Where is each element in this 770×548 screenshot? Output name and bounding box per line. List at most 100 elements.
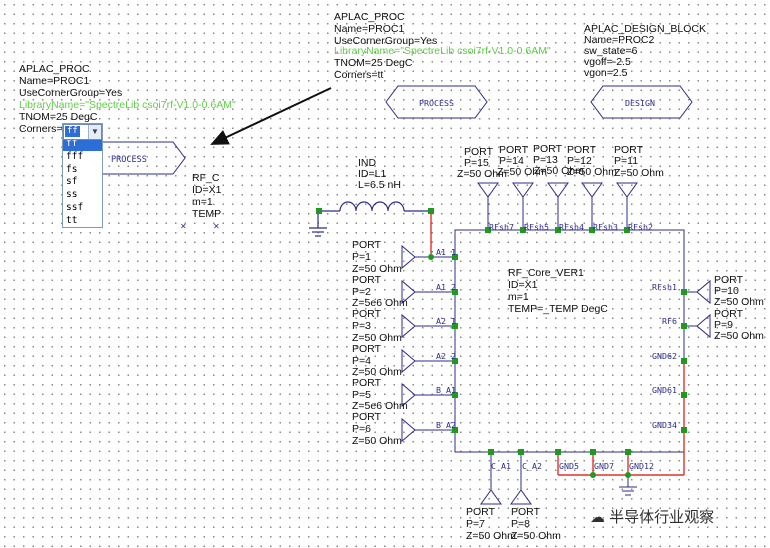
core-pin [452, 392, 458, 398]
left-rf-id: ID=X1 [192, 184, 222, 196]
port-left-p: P=6 [352, 423, 371, 435]
port-bottom-z: Z=50 Ohm [466, 530, 516, 542]
design-symbol-label: DESIGN [625, 98, 655, 108]
core-id: ID=X1 [508, 279, 538, 291]
core-pin [555, 449, 561, 455]
left-proc-type: APLAC_PROC [19, 63, 90, 75]
port-top-title: PORT [464, 146, 493, 158]
core-pin [520, 227, 526, 233]
port-left-p: P=4 [352, 355, 371, 367]
port-left-p: P=2 [352, 286, 371, 298]
left-rf-m: m=1 [192, 196, 213, 208]
port-top-title: PORT [499, 144, 528, 156]
core-pin [590, 449, 596, 455]
left-proc-corner-group: UseCornerGroup=Yes [19, 87, 123, 99]
inductor-type: IND [358, 157, 377, 169]
core-pin [555, 227, 561, 233]
port-bottom-p: P=7 [466, 518, 485, 530]
proc-tnom: TNOM=25 DegC [334, 57, 413, 69]
inductor-symbol [309, 201, 431, 237]
port-top-z: Z=50 Ohm [567, 166, 617, 178]
design-type: APLAC_DESIGN_BLOCK [584, 23, 706, 35]
port-left-title: PORT [352, 308, 381, 320]
corner-option-ff[interactable]: ff [63, 138, 102, 151]
corner-option-ssf[interactable]: ssf [66, 201, 84, 213]
core-pin [518, 449, 524, 455]
core-pin [681, 358, 687, 364]
core-pin [485, 227, 491, 233]
core-pin-label: RFsh5 [524, 222, 549, 232]
port-bottom-title: PORT [466, 506, 495, 518]
svg-text:✕: ✕ [180, 222, 187, 231]
core-pin-label: RFsh7 [489, 222, 514, 232]
core-pin-label: GND7 [594, 461, 614, 471]
core-pin-label: A2_2 [436, 351, 456, 361]
corners-select[interactable]: ff ▼ [63, 124, 102, 140]
corner-option-sf[interactable]: sf [66, 176, 78, 188]
pointer-arrow [210, 87, 332, 145]
port-top-z: Z=50 Ohm [497, 166, 547, 178]
wechat-icon: ☁︎ [590, 509, 605, 526]
core-pin [681, 392, 687, 398]
core-pin-label: C_A2 [522, 461, 542, 471]
inductor-pin-left [316, 208, 322, 214]
core-pin [452, 254, 458, 260]
proc-library: LibraryName="SpectreLib csoi7rf-V1.0-0.6… [334, 45, 551, 57]
corners-selected-value: ff [65, 126, 80, 137]
left-proc-name: Name=PROC1 [19, 75, 90, 87]
core-pin [624, 227, 630, 233]
core-pin [452, 427, 458, 433]
proc-name: Name=PROC1 [334, 23, 405, 35]
proc-type: APLAC_PROC [334, 11, 405, 23]
port-top-p: P=12 [567, 155, 592, 167]
port-right-title: PORT [714, 308, 743, 320]
left-rf-name: RF_C [192, 172, 220, 184]
design-vgoff: vgoff=-2.5 [584, 56, 631, 68]
core-pin [589, 227, 595, 233]
core-pin [681, 323, 687, 329]
port-right-z: Z=50 Ohm [714, 296, 764, 308]
core-pin-label: RF6 [662, 316, 677, 326]
inductor-pin-right [428, 208, 434, 214]
port-top-p: P=13 [533, 154, 558, 166]
core-pin [488, 449, 494, 455]
port-left-z: Z=5e6 Ohm [352, 297, 408, 309]
port-left-p: P=1 [352, 251, 371, 263]
port-top-z: Z=50 Ohm [457, 168, 507, 180]
core-pin-label: A2_1 [436, 316, 456, 326]
corner-option-tt[interactable]: tt [66, 214, 78, 226]
port-left-p: P=3 [352, 320, 371, 332]
port-right-title: PORT [714, 274, 743, 286]
core-pin-label: B_A1 [436, 385, 456, 395]
inductor-id: ID=L1 [358, 168, 387, 180]
process-symbol-label: PROCESS [419, 98, 454, 108]
core-name: RF_Core_VER1 [508, 267, 584, 279]
chevron-down-icon[interactable]: ▼ [88, 125, 101, 139]
proc-corner-group: UseCornerGroup=Yes [334, 35, 438, 47]
proc-corners: Corners=tt [334, 69, 384, 81]
corners-dropdown-list[interactable]: ff fff fs sf ss ssf tt [62, 123, 103, 228]
port-left-z: Z=5e6 Ohm [352, 400, 408, 412]
core-temp: TEMP=_TEMP DegC [508, 303, 608, 315]
core-pin-label: GND61 [652, 385, 677, 395]
corner-option-fff[interactable]: fff [66, 150, 84, 162]
watermark: ☁︎ 半导体行业观察 [590, 506, 714, 527]
port-top-title: PORT [614, 144, 643, 156]
port-right-p: P=9 [714, 319, 733, 331]
design-symbol [590, 85, 693, 119]
core-pin-label: RFsh3 [593, 222, 618, 232]
core-m: m=1 [508, 291, 529, 303]
left-rf-temp: TEMP [192, 208, 222, 220]
port-left-z: Z=50 Ohm [352, 366, 402, 378]
core-pin-label: GND62 [652, 351, 677, 361]
left-proc-library: LibraryName="SpectreLib csoi7rf-V1.0-0.6… [19, 99, 236, 111]
core-pin-label: A1_2 [436, 282, 456, 292]
port-left-z: Z=50 Ohm [352, 435, 402, 447]
port-bottom-z: Z=50 Ohm [511, 530, 561, 542]
corner-option-fs[interactable]: fs [66, 163, 78, 175]
port-top-p: P=11 [614, 155, 639, 167]
corner-option-ss[interactable]: ss [66, 189, 78, 201]
left-proc-corners-label: Corners= [19, 123, 63, 135]
core-pin-label: RFsh4 [559, 222, 584, 232]
